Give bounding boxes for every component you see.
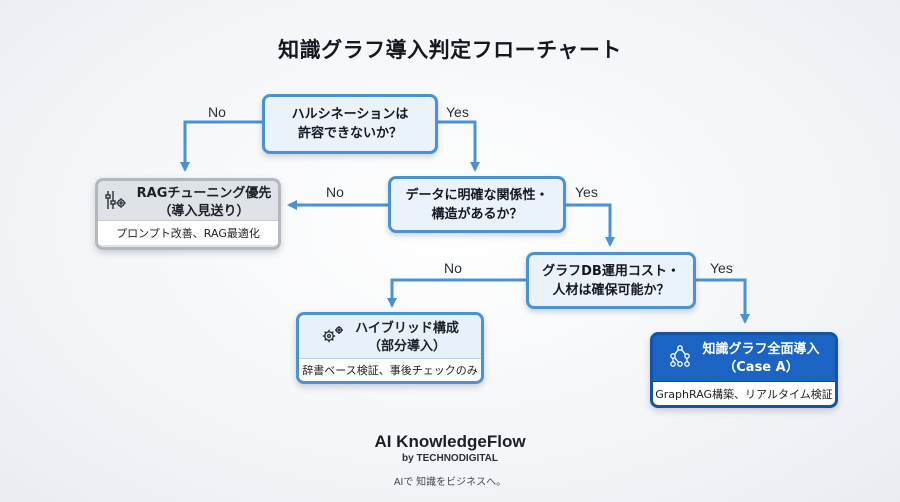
arrow-d3-yes <box>694 278 750 324</box>
network-graph-icon <box>668 344 692 374</box>
label-d3-no: No <box>444 260 462 276</box>
arrow-d3-no <box>387 278 527 308</box>
label-d3-yes: Yes <box>710 260 733 276</box>
decision-line: 許容できないか？ <box>297 126 402 141</box>
outcome-subtitle: （Case A） <box>723 360 799 375</box>
decision-graphdb-cost: グラフDB運用コスト・ 人材は確保可能か？ <box>526 252 696 309</box>
label-d2-no: No <box>326 184 344 200</box>
brand-tagline: AIで 知識をビジネスへ。 <box>393 477 507 488</box>
outcome-full-adoption: 知識グラフ全面導入 （Case A） GraphRAG構築、リアルタイム検証 <box>650 332 838 408</box>
brand-byline: by TECHNODIGITAL <box>402 453 498 464</box>
outcome-title: RAGチューニング優先 <box>136 186 272 201</box>
decision-line: データに明確な関係性・ <box>405 187 549 203</box>
arrow-d2-yes <box>565 203 615 247</box>
outcome-detail: GraphRAG構築、リアルタイム検証 <box>653 381 835 405</box>
outcome-title: ハイブリッド構成 <box>355 321 459 336</box>
arrow-d1-yes <box>437 120 480 172</box>
sliders-gear-icon <box>104 189 127 217</box>
decision-line: 人材は確保可能か？ <box>552 282 670 298</box>
decision-data-structure: データに明確な関係性・ 構造があるか？ <box>388 176 566 233</box>
outcome-hybrid: ハイブリッド構成 （部分導入） 辞書ベース検証、事後チェックのみ <box>296 312 484 384</box>
outcome-title: 知識グラフ全面導入 <box>702 342 820 357</box>
brand-name: AI KnowledgeFlow <box>374 432 526 451</box>
decision-line: グラフDB運用コスト・ <box>542 263 680 279</box>
page-title: 知識グラフ導入判定フローチャート <box>278 38 622 62</box>
arrow-d1-no <box>180 120 263 172</box>
outcome-header: RAGチューニング優先 （導入見送り） <box>98 181 278 220</box>
outcome-subtitle: （部分導入） <box>367 339 446 354</box>
outcome-rag-tuning: RAGチューニング優先 （導入見送り） プロンプト改善、RAG最適化 <box>95 178 281 250</box>
decision-line: 構造があるか？ <box>431 206 523 222</box>
label-d1-yes: Yes <box>446 104 469 120</box>
outcome-header: ハイブリッド構成 （部分導入） <box>299 315 481 358</box>
outcome-detail: 辞書ベース検証、事後チェックのみ <box>299 358 481 381</box>
outcome-header: 知識グラフ全面導入 （Case A） <box>653 335 835 381</box>
label-d2-yes: Yes <box>575 184 598 200</box>
gears-icon <box>321 324 345 352</box>
outcome-detail: プロンプト改善、RAG最適化 <box>98 220 278 245</box>
decision-line: ハルシネーションは <box>291 107 409 122</box>
brand-footer: AI KnowledgeFlow by TECHNODIGITAL AIで 知識… <box>0 432 900 488</box>
decision-hallucination: ハルシネーションは 許容できないか？ <box>262 94 438 154</box>
outcome-subtitle: （導入見送り） <box>158 204 250 219</box>
label-d1-no: No <box>208 104 226 120</box>
